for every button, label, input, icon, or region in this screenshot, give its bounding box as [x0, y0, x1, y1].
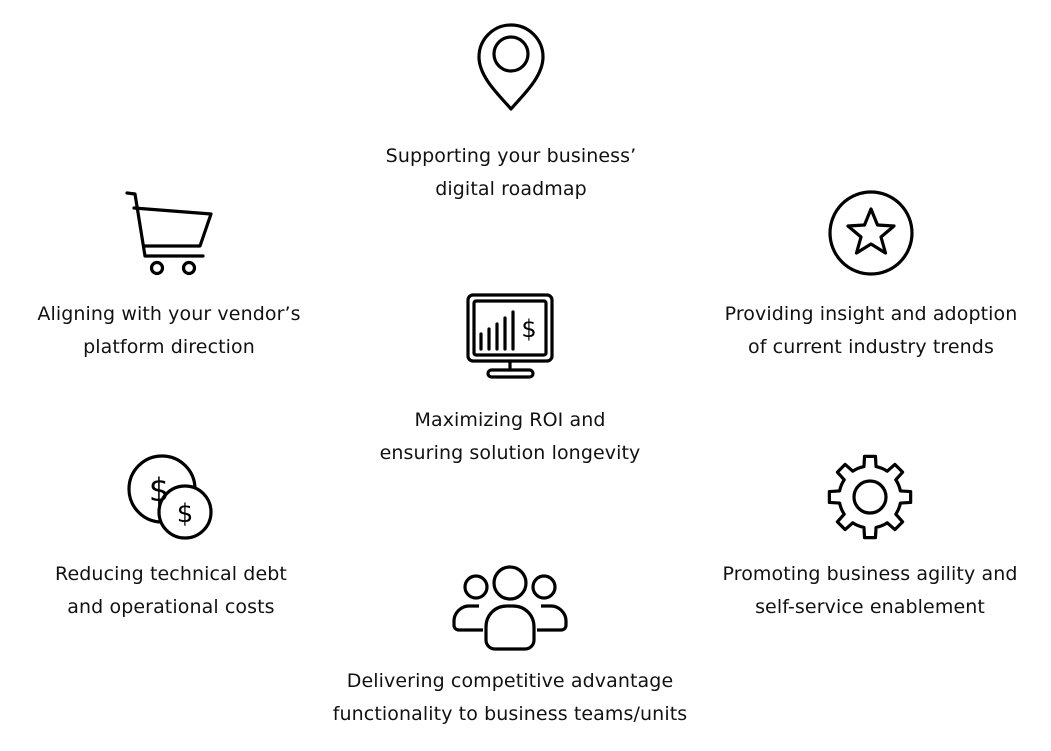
item-label: Delivering competitive advantage functio… — [330, 665, 690, 731]
item-label: Reducing technical debt and operational … — [1, 558, 341, 624]
svg-text:$: $ — [521, 315, 536, 343]
item-label-line: digital roadmap — [435, 178, 587, 200]
item-label-line: Supporting your business’ — [385, 145, 637, 167]
item-label-line: Maximizing ROI and — [414, 409, 606, 431]
monitor-chart-icon: $ — [340, 292, 680, 380]
item-label: Supporting your business’ digital roadma… — [341, 140, 681, 206]
item-trends: Providing insight and adoption of curren… — [701, 190, 1041, 364]
item-label-line: of current industry trends — [748, 336, 994, 358]
item-vendor: Aligning with your vendor’s platform dir… — [0, 190, 339, 364]
item-label-line: Promoting business agility and — [722, 563, 1018, 585]
item-label-line: functionality to business teams/units — [332, 703, 688, 725]
star-badge-icon — [701, 190, 1041, 276]
item-label-line: Delivering competitive advantage — [346, 670, 674, 692]
item-label-line: Aligning with your vendor’s — [37, 303, 301, 325]
item-costs: $ $ Reducing technical debt and operatio… — [1, 453, 341, 624]
item-label: Providing insight and adoption of curren… — [701, 298, 1041, 364]
item-roadmap: Supporting your business’ digital roadma… — [341, 22, 681, 206]
item-label: Promoting business agility and self-serv… — [700, 558, 1040, 624]
item-roi: $ Maximizing ROI and ensuring solution l… — [340, 292, 680, 470]
gear-icon — [700, 453, 1040, 541]
item-label: Aligning with your vendor’s platform dir… — [0, 298, 339, 364]
item-competitive: Delivering competitive advantage functio… — [330, 563, 690, 731]
item-label-line: ensuring solution longevity — [379, 442, 641, 464]
item-agility: Promoting business agility and self-serv… — [700, 453, 1040, 624]
item-label-line: self-service enablement — [755, 596, 985, 618]
item-label-line: and operational costs — [67, 596, 275, 618]
location-pin-icon — [341, 22, 681, 112]
shopping-cart-icon — [0, 190, 339, 276]
item-label-line: Providing insight and adoption — [724, 303, 1018, 325]
svg-text:$: $ — [177, 499, 194, 529]
svg-text:$: $ — [149, 471, 169, 509]
item-label-line: platform direction — [83, 336, 255, 358]
coins-icon: $ $ — [1, 453, 341, 541]
team-icon — [330, 563, 690, 651]
item-label-line: Reducing technical debt — [55, 563, 287, 585]
item-label: Maximizing ROI and ensuring solution lon… — [340, 404, 680, 470]
